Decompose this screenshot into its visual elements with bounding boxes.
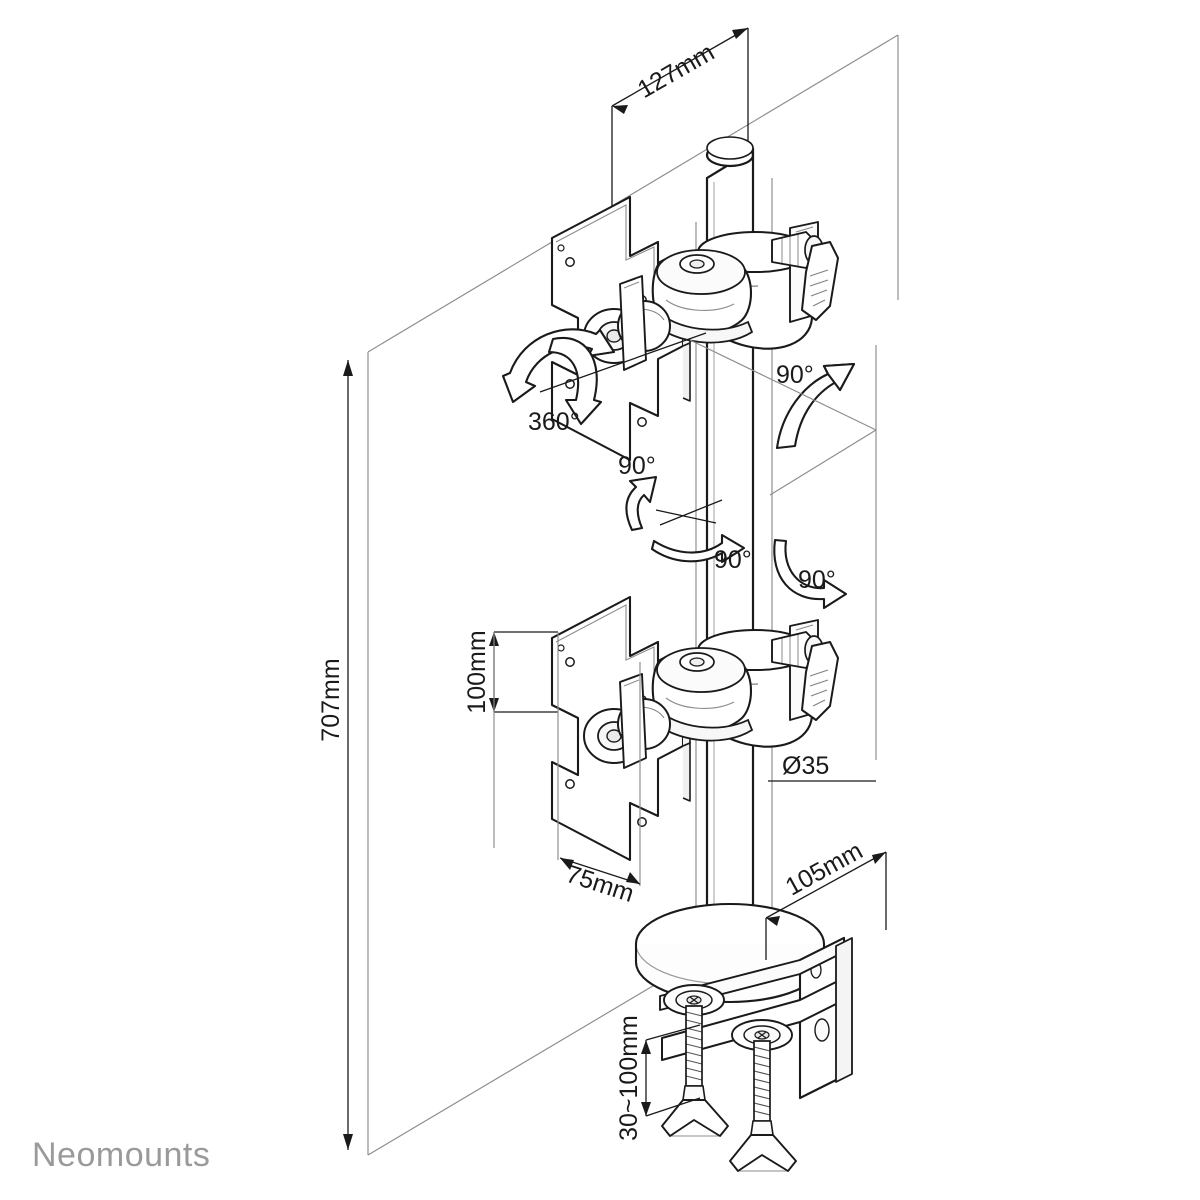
- rotation-arrow-90-tilt: [625, 475, 658, 532]
- rotation-arrow-90-mid: [650, 533, 746, 564]
- rotation-arrow-360: [501, 328, 616, 426]
- desk-clamp-assembly: [634, 902, 853, 1172]
- dimension-label-75mm: 75mm: [563, 860, 638, 908]
- rotation-arrow-90-right: [775, 362, 856, 450]
- rotation-arrow-90-lower: [773, 538, 848, 610]
- rotation-label-90-lower: 90°: [798, 566, 836, 594]
- dimension-label-127mm: 127mm: [633, 38, 719, 104]
- rotation-label-90-mid: 90°: [714, 546, 752, 574]
- dimension-clamp-range: 30~100mm: [615, 1015, 701, 1141]
- dimension-label-clamp-range: 30~100mm: [615, 1015, 643, 1141]
- rotation-label-360: 360°: [528, 408, 580, 436]
- brand-logo: Neomounts: [32, 1136, 211, 1174]
- clamp-screw-front: [661, 984, 729, 1137]
- dimension-707mm: 707mm: [317, 360, 353, 1150]
- rotation-leader-360: [539, 332, 707, 393]
- dimension-100mm: 100mm: [463, 630, 558, 714]
- dimension-75mm: 75mm: [559, 857, 641, 908]
- dimension-label-100mm: 100mm: [463, 630, 491, 713]
- dimension-pole-diameter: Ø35: [768, 752, 876, 782]
- dimension-label-707mm: 707mm: [317, 658, 345, 741]
- rotation-label-90-tilt: 90°: [618, 452, 656, 480]
- leader-90-mid: [655, 499, 723, 526]
- clamp-screw-rear: [729, 1019, 797, 1172]
- dimension-label-pole-diameter: Ø35: [782, 752, 829, 780]
- vesa-extension-lines: [493, 632, 641, 886]
- leader-90-right: [689, 339, 877, 496]
